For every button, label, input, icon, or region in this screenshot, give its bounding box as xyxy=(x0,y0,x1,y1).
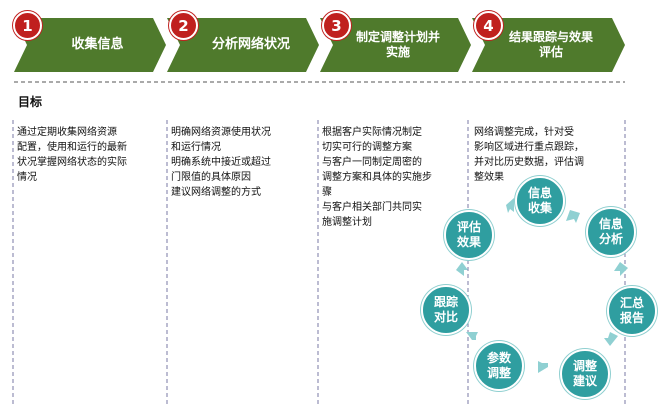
cycle-arrows xyxy=(456,198,628,373)
step-2-chevron xyxy=(167,18,319,72)
step-1-description: 通过定期收集网络资源 配置，使用和运行的最新 状况掌握网络状态的实际 情况 xyxy=(17,127,127,183)
cycle-node-param-adjust: 参数 调整 xyxy=(474,341,524,391)
step-4-description: 网络调整完成，针对受 影响区域进行重点跟踪， 并对比历史数据，评估调 整效果 xyxy=(474,127,584,183)
step-1-title: 收集信息 xyxy=(71,36,124,52)
goal-label: 目标 xyxy=(18,95,43,109)
step-1-chevron xyxy=(14,18,166,72)
step-1-badge: 1 xyxy=(13,11,42,40)
step-3-chevron xyxy=(320,18,471,72)
step-4-badge: 4 xyxy=(474,11,503,40)
arrow-icon xyxy=(456,262,468,276)
arrow-icon xyxy=(604,332,618,346)
step-3-badge: 3 xyxy=(322,11,351,40)
cycle-node-info-analyze: 信息 分析 xyxy=(586,207,636,257)
step-4-title: 结果跟踪与效果 评估 xyxy=(508,30,593,59)
arrow-icon xyxy=(566,210,580,223)
cycle-node-summary-report: 汇总 报告 xyxy=(607,286,657,336)
cycle-node-adjust-suggestion: 调整 建议 xyxy=(560,349,610,399)
step-4-chevron xyxy=(472,18,625,72)
step-2-title: 分析网络状况 xyxy=(211,36,290,52)
step-3-description: 根据客户实际情况制定 切实可行的调整方案 与客户一同制定周密的 调整方案和具体的… xyxy=(322,127,432,228)
step-2-description: 明确网络资源使用状况 和运行情况 明确系统中接近或超过 门限值的具体原因 建议网… xyxy=(171,127,271,198)
arrow-icon xyxy=(538,361,548,373)
cycle-node-evaluate-effect: 评估 效果 xyxy=(444,210,494,260)
step-3-title: 制定调整计划并 实施 xyxy=(355,30,440,59)
arrow-icon xyxy=(466,332,478,340)
cycle-node-track-compare: 跟踪 对比 xyxy=(421,285,471,335)
cycle-node-info-collect: 信息 收集 xyxy=(515,176,565,226)
step-2-badge: 2 xyxy=(169,11,198,40)
arrow-icon xyxy=(614,262,628,276)
arrow-icon xyxy=(506,198,514,213)
